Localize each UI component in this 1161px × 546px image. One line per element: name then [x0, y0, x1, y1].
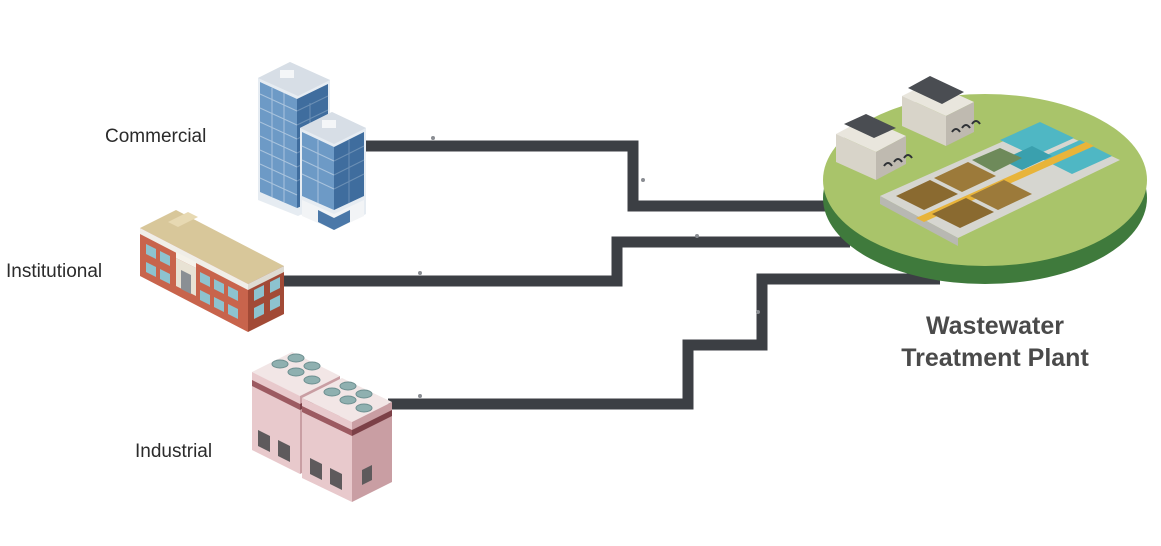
pipe-industrial: [388, 273, 940, 410]
industrial-label: Industrial: [135, 441, 213, 462]
pipe-commercial: [360, 140, 840, 212]
commercial-label: Commercial: [105, 126, 207, 147]
pipes: [280, 140, 940, 410]
industrial-building-icon: [252, 352, 392, 502]
institutional-building-icon: [140, 210, 284, 332]
pipe-joints: [418, 136, 760, 398]
plant-title: Wastewater Treatment Plant: [860, 310, 1130, 374]
plant-title-line-2: Treatment Plant: [901, 344, 1089, 372]
treatment-plant-icon: [823, 76, 1147, 284]
commercial-building-icon: [258, 62, 366, 230]
institutional-label: Institutional: [6, 261, 103, 282]
plant-title-line-1: Wastewater: [925, 312, 1064, 340]
pipe-institutional: [280, 236, 850, 287]
